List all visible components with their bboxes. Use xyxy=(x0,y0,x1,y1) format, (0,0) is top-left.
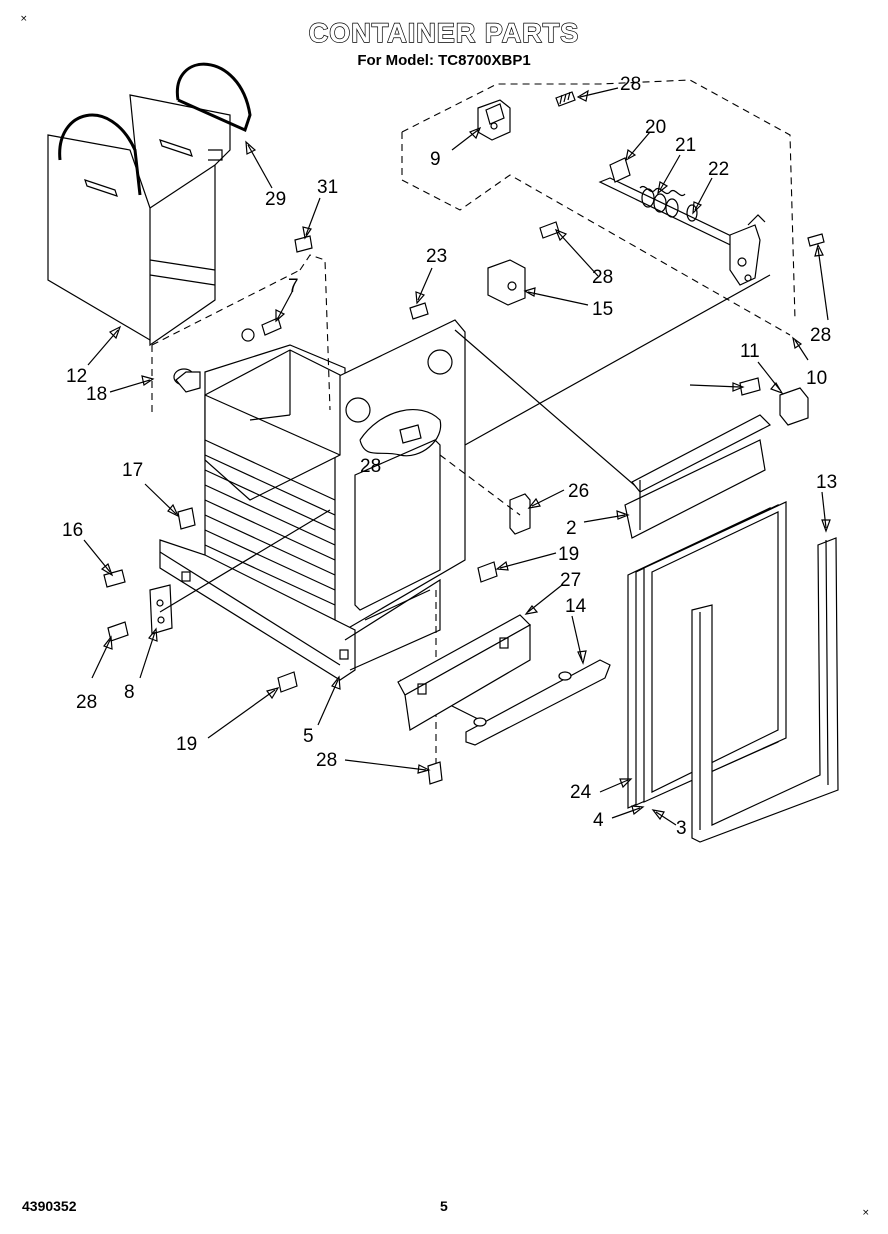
assembly-line-2 xyxy=(454,329,641,491)
callout-27: 27 xyxy=(560,570,581,591)
callout-19-right: 19 xyxy=(558,544,579,565)
callout-14: 14 xyxy=(565,596,587,617)
part-13-door-gasket xyxy=(691,537,839,843)
callout-13: 13 xyxy=(816,472,837,493)
part-7-screw xyxy=(241,317,282,342)
part-27-toe-plate xyxy=(397,614,531,731)
part-9-bracket xyxy=(477,99,511,141)
part-28-screw-bottom xyxy=(427,761,443,785)
part-28-screw-top xyxy=(555,91,576,107)
callout-28-bottom: 28 xyxy=(316,750,337,771)
part-14-door-handle xyxy=(465,659,611,746)
callout-28-top: 28 xyxy=(620,74,641,95)
page-title: CONTAINER PARTS xyxy=(308,17,580,48)
assembly-line-1 xyxy=(159,509,331,613)
part-26-clip xyxy=(509,493,531,535)
part-22-washer xyxy=(686,204,698,222)
part-28-screw-lower-left xyxy=(107,621,129,642)
callout-2: 2 xyxy=(566,518,577,539)
callout-28-center: 28 xyxy=(360,456,381,477)
part-28-screw-center xyxy=(399,424,422,444)
part-16-screw xyxy=(103,569,126,588)
corner-mark-top-left: × xyxy=(20,14,28,24)
callout-26: 26 xyxy=(568,481,589,502)
part-3-door-insert xyxy=(643,501,787,803)
callout-18: 18 xyxy=(86,384,107,405)
callout-28-lower-left: 28 xyxy=(76,692,97,713)
left-assembly-frame xyxy=(151,254,331,415)
callout-8: 8 xyxy=(124,682,135,703)
page-number: 5 xyxy=(440,1198,448,1214)
callout-15: 15 xyxy=(592,299,613,320)
callout-16: 16 xyxy=(62,520,83,541)
assembly-line-3 xyxy=(464,274,771,446)
part-2-trim xyxy=(624,414,772,539)
assembly-line-4 xyxy=(439,454,521,516)
callout-10: 10 xyxy=(806,368,827,389)
callout-20: 20 xyxy=(645,117,666,138)
callout-arrows xyxy=(83,87,831,826)
callout-3: 3 xyxy=(676,818,687,839)
model-subtitle: For Model: TC8700XBP1 xyxy=(357,52,531,69)
callout-31: 31 xyxy=(317,177,338,198)
part-5-cabinet xyxy=(159,319,466,681)
part-21-spring xyxy=(639,186,686,218)
callout-11: 11 xyxy=(740,341,760,362)
part-19-bushing-right xyxy=(477,561,498,583)
callout-17: 17 xyxy=(122,460,143,481)
part-11-bracket xyxy=(739,377,809,426)
callout-9: 9 xyxy=(430,149,441,170)
callout-4: 4 xyxy=(593,810,604,831)
callout-29: 29 xyxy=(265,189,286,210)
part-15-bracket xyxy=(487,221,560,306)
callout-22: 22 xyxy=(708,159,729,180)
callout-19-left: 19 xyxy=(176,734,197,755)
callout-21: 21 xyxy=(675,135,696,156)
part-17-clip xyxy=(177,507,196,530)
callout-24: 24 xyxy=(570,782,592,803)
callout-5: 5 xyxy=(303,726,314,747)
part-23-screw xyxy=(409,302,429,320)
latch-end-bracket xyxy=(729,214,766,286)
part-31-stud xyxy=(294,235,313,253)
part-12-bucket xyxy=(47,94,231,347)
part-28-screw-right xyxy=(807,233,825,247)
corner-mark-bottom-right: × xyxy=(862,1208,870,1218)
part-18-bumper xyxy=(173,368,201,393)
part-29-handle xyxy=(58,62,252,196)
callout-28-bracket: 28 xyxy=(592,267,613,288)
callout-23: 23 xyxy=(426,246,447,267)
document-number: 4390352 xyxy=(22,1198,77,1214)
callout-12: 12 xyxy=(66,366,87,387)
latch-assembly-frame xyxy=(401,79,796,336)
callout-7: 7 xyxy=(288,276,299,297)
part-19-bushing-left xyxy=(277,671,298,693)
callout-28-right: 28 xyxy=(810,325,831,346)
part-8-hinge xyxy=(149,584,173,635)
